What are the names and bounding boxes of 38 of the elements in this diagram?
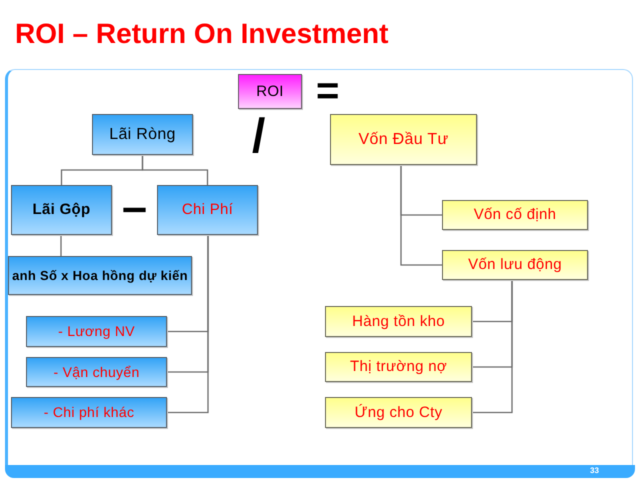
process-box	[8, 256, 192, 295]
result-box	[238, 74, 302, 109]
page-number: 33	[590, 467, 599, 475]
node-text: Lãi Gộp	[32, 201, 90, 219]
operator-symbol: –	[122, 184, 148, 229]
node-text: - Chi phí khác	[44, 404, 134, 421]
node-text: Hàng tồn kho	[352, 312, 445, 330]
node-text: anh Số x Hoa hồng dự kiến	[12, 268, 188, 284]
process-box	[11, 185, 112, 235]
process-box	[330, 114, 477, 165]
node-text: Chi Phí	[182, 201, 234, 219]
connector-line	[167, 235, 209, 414]
process-box	[26, 357, 167, 387]
process-box	[442, 200, 588, 230]
process-box	[325, 306, 472, 337]
node-text: Vốn cố định	[474, 206, 556, 224]
process-box	[325, 397, 472, 428]
process-box	[157, 185, 258, 235]
node-text: - Vận chuyển	[53, 364, 140, 380]
operator-symbol: /	[252, 113, 266, 161]
node-text: Thị trường nợ	[350, 358, 447, 376]
connector-line	[400, 165, 442, 266]
process-box	[442, 250, 588, 280]
node-text: Vốn Đầu Tư	[358, 130, 448, 150]
process-box	[325, 352, 472, 382]
node-text: Vốn lưu động	[468, 256, 562, 274]
node-text: ROI	[256, 82, 284, 100]
node-text: Ứng cho Cty	[354, 404, 442, 422]
connector-line	[472, 280, 513, 414]
node-text: Lãi Ròng	[109, 124, 176, 144]
operator-symbol: =	[316, 71, 340, 111]
process-box	[26, 316, 167, 347]
process-box	[92, 114, 193, 155]
connector-line	[142, 155, 208, 185]
connector-line	[60, 235, 62, 256]
node-text: - Lương NV	[58, 323, 135, 340]
slide-title: ROI – Return On Investment	[15, 17, 388, 51]
process-box	[11, 397, 167, 428]
